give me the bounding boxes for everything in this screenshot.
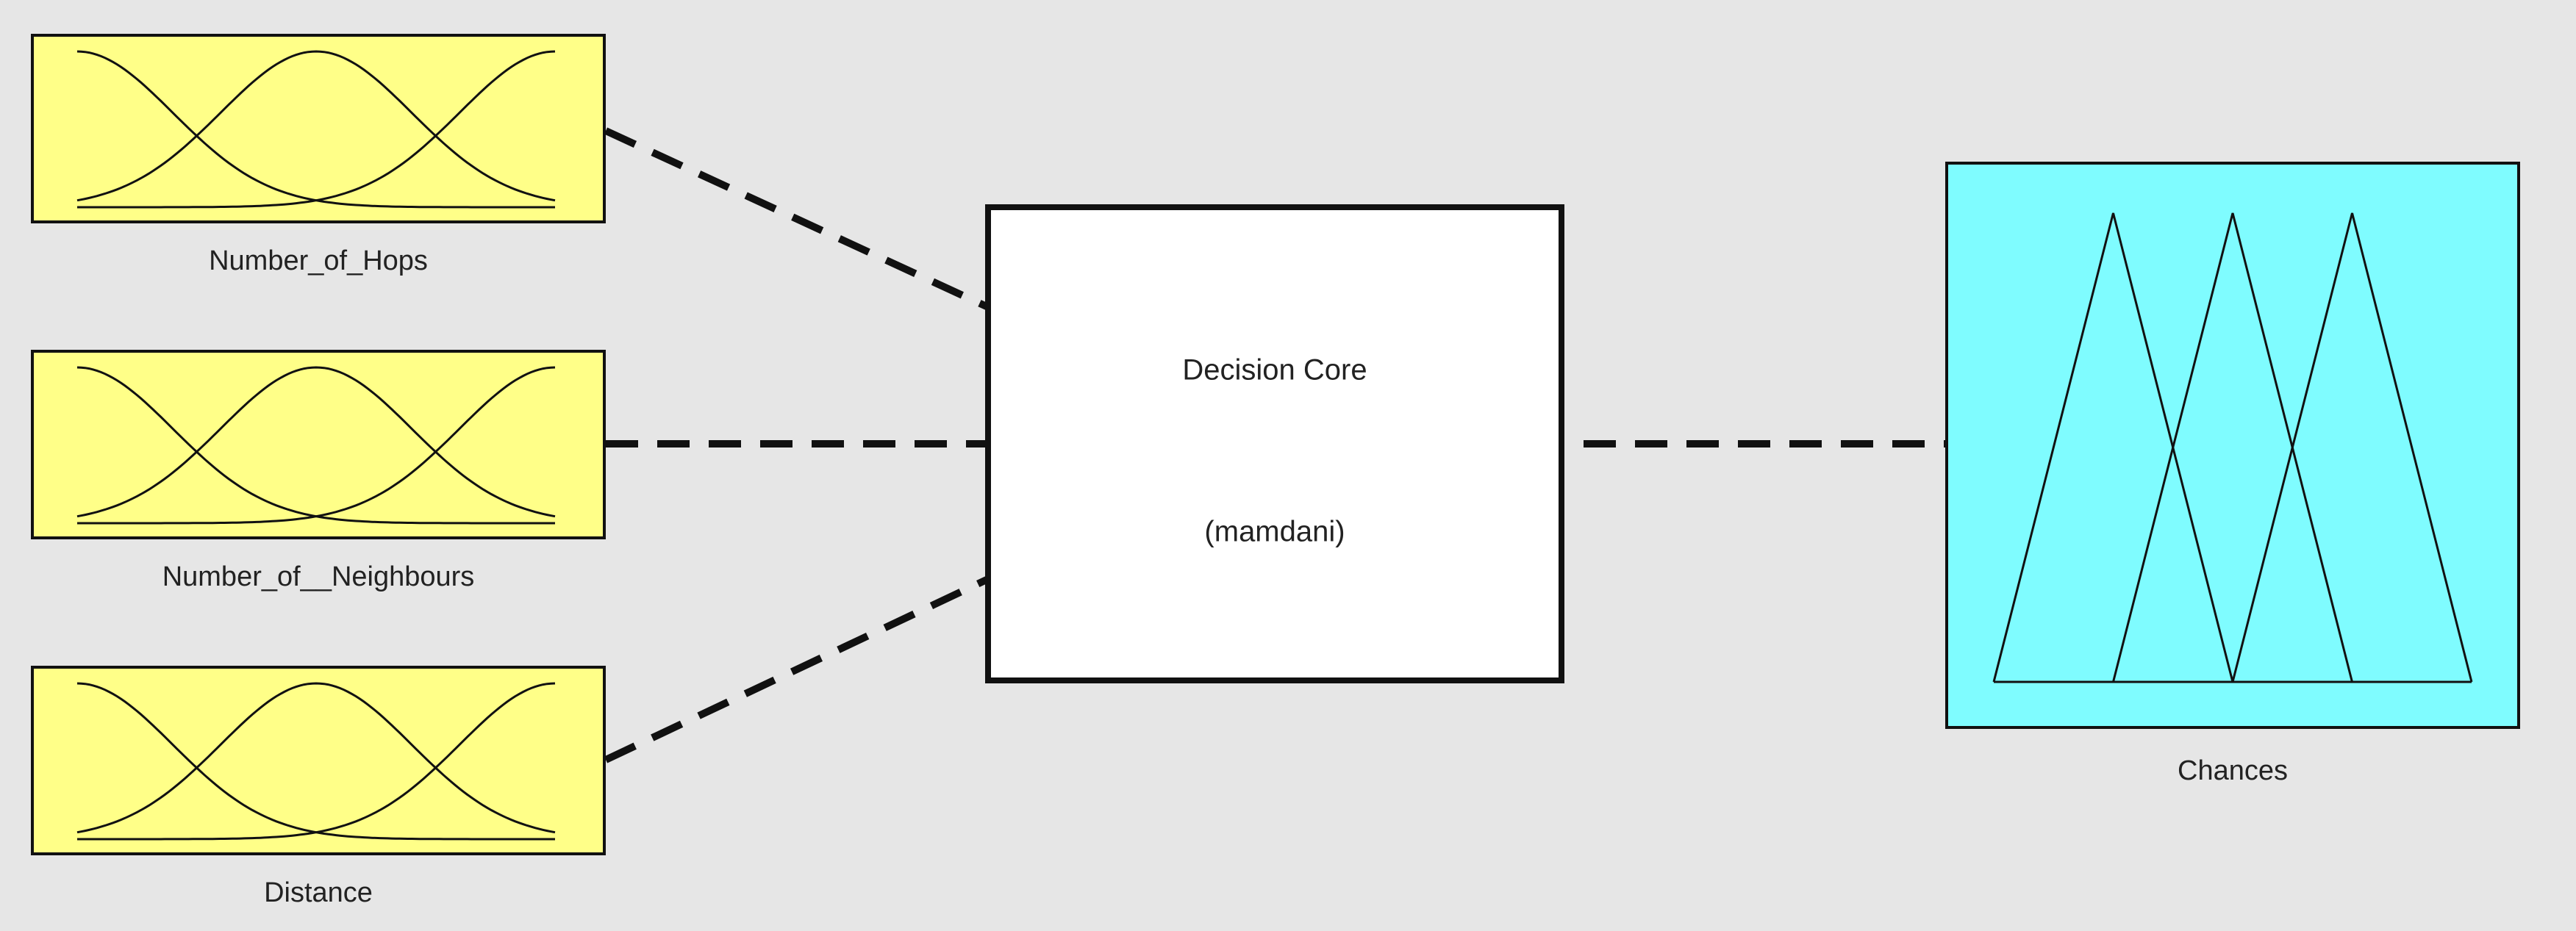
gaussian-mf-3	[77, 50, 556, 209]
gaussian-mf-3	[77, 682, 556, 841]
decision-core-block[interactable]	[985, 204, 1564, 683]
gaussian-mf-curves	[76, 682, 556, 841]
input-label-number-of-neighbours: Number_of__Neighbours	[162, 561, 475, 592]
gaussian-mf-3	[77, 366, 556, 525]
input-block-number-of-hops[interactable]	[31, 34, 606, 223]
core-method: (mamdani)	[1204, 515, 1345, 548]
input-label-number-of-hops: Number_of_Hops	[209, 245, 428, 276]
triangular-mf-curves	[1992, 212, 2473, 683]
core-title: Decision Core	[1182, 353, 1367, 387]
gaussian-mf-2	[76, 50, 556, 202]
connectors	[604, 127, 1947, 763]
input-block-distance[interactable]	[31, 666, 606, 855]
input-label-distance: Distance	[264, 877, 373, 908]
input-block-number-of-neighbours[interactable]	[31, 350, 606, 539]
triangular-mf-1	[1992, 212, 2234, 683]
output-block-chances[interactable]	[1945, 162, 2520, 729]
gaussian-mf-2	[76, 682, 556, 834]
connector-distance-to-core	[604, 575, 990, 763]
gaussian-mf-2	[76, 366, 556, 518]
gaussian-mf-curves	[76, 366, 556, 525]
connector-hops-to-core	[604, 127, 990, 311]
output-label-chances: Chances	[2178, 755, 2288, 786]
triangular-mf-2	[2112, 212, 2353, 683]
gaussian-mf-curves	[76, 50, 556, 209]
triangular-mf-3	[2231, 212, 2473, 683]
